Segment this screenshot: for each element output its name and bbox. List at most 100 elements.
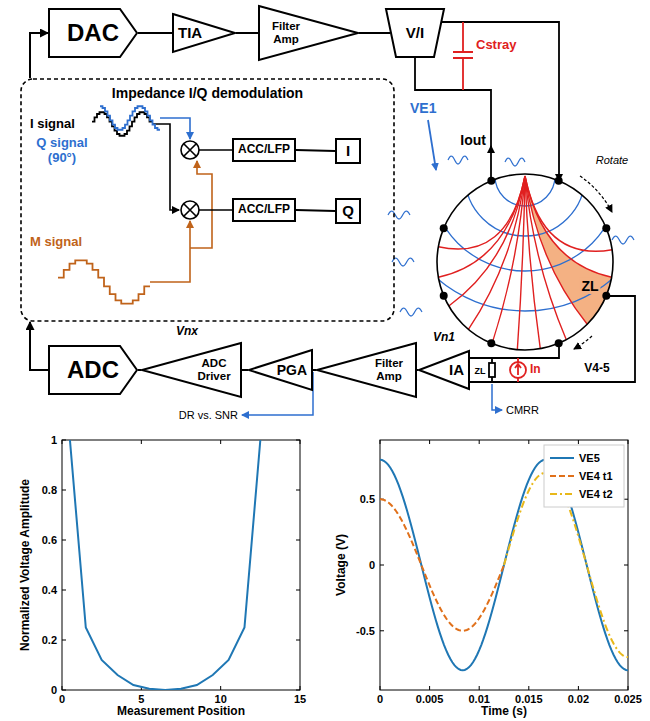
tick-label: 0: [59, 693, 65, 706]
output-box: I: [335, 138, 361, 164]
field-arrow: [428, 120, 436, 170]
demod-wiring: [160, 118, 190, 139]
tick-label: 15: [294, 693, 306, 706]
group-box: Impedance I/Q demodulationACC/LFPACC/LFP…: [20, 78, 395, 322]
legend-label: VE4 t1: [579, 470, 613, 483]
plot: [380, 440, 628, 690]
shape-outline: [49, 9, 137, 57]
plot: [380, 460, 628, 671]
shape-outline: [336, 139, 360, 163]
legend-label: VE5: [579, 452, 600, 465]
block-label: ACC/LFP: [238, 203, 290, 217]
block-label: Q: [342, 202, 354, 219]
rotate-arrow: [574, 336, 592, 349]
electrode-tank: [487, 339, 495, 347]
axis-title: Normalized Voltage Amplitude: [19, 479, 33, 651]
electrode-tank: [525, 176, 612, 324]
capacitor-label: Cstray: [476, 38, 516, 53]
signal-wire: [296, 210, 335, 211]
shape-outline: [419, 351, 469, 389]
output-box: Q: [335, 198, 361, 224]
plot: [70, 440, 260, 690]
voltage-label: V4-5: [584, 362, 609, 376]
stepped-waveform: [392, 258, 414, 266]
amplifier-triangle: TIA: [172, 13, 236, 53]
block-label: ADC Driver: [192, 357, 236, 383]
stepped-waveform: [448, 156, 468, 164]
tick-label: 0.4: [42, 584, 57, 597]
legend-line: [550, 475, 574, 477]
signal-wire: [236, 32, 258, 34]
demod-wiring: [150, 221, 190, 282]
demod-wiring: [199, 209, 232, 211]
signal-wire: [138, 32, 172, 34]
electrode-tank: [440, 292, 448, 300]
current-source: [510, 358, 526, 382]
noise-label: Vn1: [433, 331, 455, 345]
amplifier-triangle: Filter Amp: [258, 5, 359, 61]
demod-wiring: [199, 149, 232, 151]
tick-label: 0: [369, 559, 375, 572]
converter-block: ADC: [48, 345, 138, 395]
stepped-waveform: [400, 308, 422, 316]
electrode-tank: [437, 174, 613, 350]
axis-title: Time (s): [481, 705, 527, 719]
shape-outline: [142, 343, 241, 397]
tick-label: 0.6: [42, 534, 57, 547]
tick-label: 10: [215, 693, 227, 706]
impedance-label: ZL: [475, 366, 486, 376]
current-label: Iout: [460, 132, 486, 148]
tick-label: 0: [377, 693, 383, 706]
electrode-tank: [440, 177, 611, 348]
shape-outline: [386, 9, 444, 57]
plot: [62, 440, 628, 690]
signal-name: I signal: [30, 117, 75, 132]
amplifier-triangle: Filter Amp: [316, 342, 417, 398]
axis-title: Voltage (V): [335, 534, 349, 596]
rotate-label: Rotate: [596, 154, 628, 167]
stepped-waveform: [100, 106, 160, 130]
tick-label: 1: [51, 434, 57, 447]
signal-wire: [30, 322, 48, 370]
signal-name: Q signal (90°): [31, 136, 93, 166]
stray-capacitor: [453, 22, 473, 90]
block-label: I: [346, 142, 350, 159]
tick-label: 0.8: [42, 484, 57, 497]
drive-wiring: [442, 22, 559, 181]
electrode-tank: [390, 41, 650, 350]
amplifier-triangle: IA: [418, 350, 470, 390]
stepped-waveform: [92, 112, 152, 136]
multiplier-symbol: [181, 201, 199, 219]
electrode-tank: [430, 81, 620, 271]
measure-tap: [492, 384, 502, 410]
shape-outline: [233, 199, 295, 221]
shape-outline: [173, 14, 235, 52]
multiplier-symbol: [184, 144, 196, 156]
multiplier-symbol: [184, 204, 196, 216]
block-label: TIA: [178, 24, 202, 41]
multiplier-symbol: [181, 141, 199, 219]
electrode-tank: [440, 224, 448, 232]
block-label: Filter Amp: [367, 357, 411, 383]
block-label: DAC: [67, 19, 119, 47]
sense-wiring: [470, 296, 635, 382]
shape-outline: [49, 346, 137, 394]
legend-line: [550, 493, 574, 495]
process-box: ACC/LFP: [232, 198, 296, 222]
tick-label: 5: [138, 693, 144, 706]
current-source: [510, 362, 526, 378]
legend-label: VE4 t2: [579, 488, 613, 501]
axis-title: Measurement Position: [117, 705, 245, 719]
electrode-tank: [438, 176, 525, 277]
electrode-tank: [525, 176, 612, 277]
signal-wire: [359, 32, 390, 34]
rotate-arrow: [580, 176, 612, 212]
current-source: [515, 364, 521, 375]
tick-label: 0.5: [360, 493, 375, 506]
amplifier-triangle: ADC Driver: [141, 342, 242, 398]
shape-outline: [249, 350, 312, 390]
block-label: ACC/LFP: [238, 143, 290, 157]
metric-label: DR vs. SNR: [179, 409, 238, 422]
converter-block: V/I: [385, 8, 445, 58]
electrode-tank: [390, 41, 650, 350]
